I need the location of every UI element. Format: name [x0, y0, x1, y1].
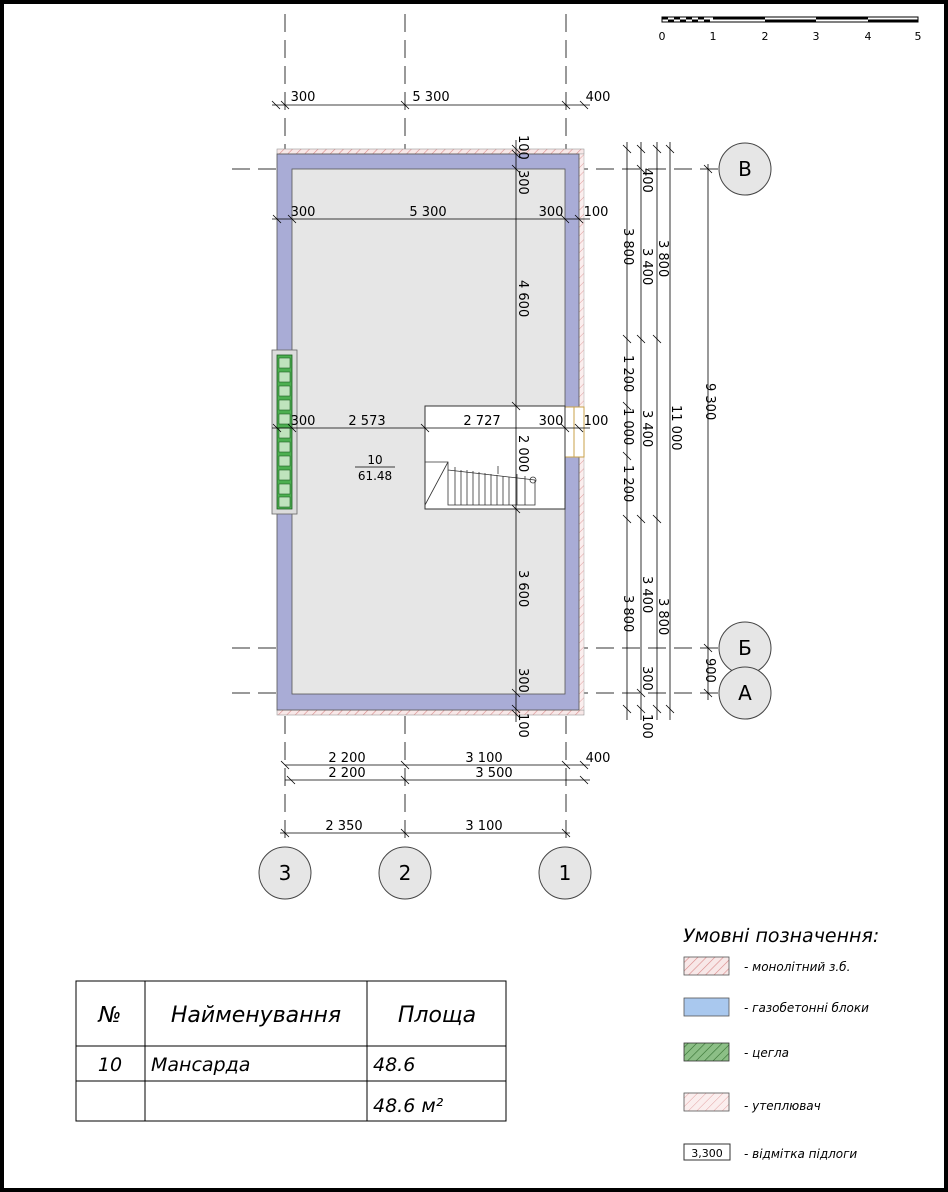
scale-tick-2: 2 — [762, 30, 769, 43]
room-area: 61.48 — [358, 469, 392, 483]
dim-right1-1: 3 800 — [620, 228, 635, 265]
legend-label-blocks: - газобетонні блоки — [744, 1001, 869, 1015]
dim-right4-2: 900 — [702, 658, 717, 683]
scale-tick-0: 0 — [659, 30, 666, 43]
dim-top-outer-1: 300 — [291, 90, 316, 105]
dim-vert-4: 2 000 — [515, 435, 530, 472]
dim-bottom3-2: 3 100 — [465, 819, 502, 834]
dim-bottom1-3: 400 — [586, 751, 611, 766]
scale-tick-4: 4 — [865, 30, 872, 43]
dim-right1-4: 1 200 — [620, 465, 635, 502]
table-row1-number: 10 — [98, 1054, 122, 1076]
table-row1-area: 48.6 — [373, 1054, 415, 1076]
dim-right2-6: 100 — [639, 714, 654, 739]
legend-level-sample: 3,300 — [691, 1147, 723, 1160]
dim-bottom1-2: 3 100 — [465, 751, 502, 766]
dim-right3-1: 3 800 — [655, 240, 670, 277]
dim-top-inner-4: 100 — [584, 205, 609, 220]
svg-text:Б: Б — [738, 636, 752, 660]
scale-tick-1: 1 — [710, 30, 717, 43]
dim-right2-3: 3 400 — [639, 410, 654, 447]
table-header-name: Найменування — [171, 1003, 341, 1028]
dim-mid-1: 300 — [291, 414, 316, 429]
dim-bottom3-1: 2 350 — [325, 819, 362, 834]
dim-mid-4: 300 — [539, 414, 564, 429]
legend-swatch-concrete — [683, 956, 730, 976]
scale-tick-5: 5 — [915, 30, 922, 43]
dim-right2-5: 300 — [639, 666, 654, 691]
dim-right1-2: 1 200 — [620, 355, 635, 392]
legend-swatch-blocks — [683, 997, 730, 1017]
dimension-texts: 300 5 300 400 300 5 300 300 100 300 2 57… — [291, 90, 717, 834]
svg-text:В: В — [738, 157, 752, 181]
dim-vert-7: 100 — [515, 713, 530, 738]
dim-bottom2-1: 2 200 — [328, 766, 365, 781]
scale-tick-3: 3 — [813, 30, 820, 43]
dim-mid-2: 2 573 — [348, 414, 385, 429]
svg-text:А: А — [738, 681, 752, 705]
dim-right4-1: 9 300 — [702, 383, 717, 420]
stair-icon — [424, 461, 537, 506]
axis-bubble-b: Б — [718, 621, 772, 675]
dim-top-inner-2: 5 300 — [409, 205, 446, 220]
dim-right3-3: 3 800 — [655, 598, 670, 635]
dim-top-outer-3: 400 — [586, 90, 611, 105]
axis-bubble-1: 1 — [538, 846, 592, 900]
dim-top-inner-1: 300 — [291, 205, 316, 220]
concrete-band-bottom — [276, 709, 585, 716]
concrete-band-top — [276, 148, 585, 155]
area-table: № Найменування Площа 10 Мансарда 48.6 48… — [75, 980, 507, 1122]
dim-right2-4: 3 400 — [639, 576, 654, 613]
scale-bar: 0 1 2 3 4 5 — [659, 16, 922, 43]
legend-swatch-level — [683, 1143, 731, 1161]
dim-right1-5: 3 800 — [620, 595, 635, 632]
dim-right2-2: 3 400 — [639, 248, 654, 285]
dim-vert-1: 100 — [515, 135, 530, 160]
legend-label-insulation: - утеплювач — [744, 1099, 821, 1113]
brick-chimney — [271, 349, 298, 515]
svg-text:2: 2 — [399, 861, 412, 885]
legend-label-level: - відмітка підлоги — [744, 1147, 857, 1161]
legend-label-concrete: - монолітний з.б. — [744, 960, 850, 974]
floor-plan: 10 61.48 — [271, 148, 585, 716]
dim-mid-3: 2 727 — [463, 414, 500, 429]
axis-bubble-v: В — [718, 142, 772, 196]
axis-bubble-3: 3 — [258, 846, 312, 900]
table-header-area: Площа — [398, 1003, 476, 1028]
legend-label-brick: - цегла — [744, 1046, 789, 1060]
room-number: 10 — [367, 453, 382, 467]
legend-swatch-insulation — [683, 1092, 730, 1112]
dim-top-outer-2: 5 300 — [412, 90, 449, 105]
legend-swatch-brick — [683, 1042, 730, 1062]
dim-bottom1-1: 2 200 — [328, 751, 365, 766]
axis-bubble-2: 2 — [378, 846, 432, 900]
dim-right1-3: 1 000 — [620, 408, 635, 445]
axis-bubble-a: А — [718, 666, 772, 720]
dim-right3-2: 11 000 — [668, 405, 683, 451]
svg-text:3: 3 — [279, 861, 292, 885]
dim-right2-1: 400 — [639, 168, 654, 193]
dimension-lines — [271, 100, 713, 838]
svg-text:1: 1 — [559, 861, 572, 885]
dim-vert-6: 300 — [515, 668, 530, 693]
table-total-area: 48.6 м² — [373, 1095, 444, 1117]
table-header-number: № — [98, 1003, 122, 1028]
dim-top-inner-3: 300 — [539, 205, 564, 220]
legend-title: Умовні позначення: — [683, 925, 879, 947]
dim-bottom2-2: 3 500 — [475, 766, 512, 781]
table-row1-name: Мансарда — [151, 1054, 250, 1076]
dim-vert-2: 300 — [515, 170, 530, 195]
legend: Умовні позначення: - монолітний з.б. - г… — [683, 925, 879, 1161]
axis-bubbles: 3 2 1 В Б А — [258, 142, 772, 900]
dim-vert-5: 3 600 — [515, 570, 530, 607]
dim-mid-5: 100 — [584, 414, 609, 429]
dim-vert-3: 4 600 — [515, 280, 530, 317]
